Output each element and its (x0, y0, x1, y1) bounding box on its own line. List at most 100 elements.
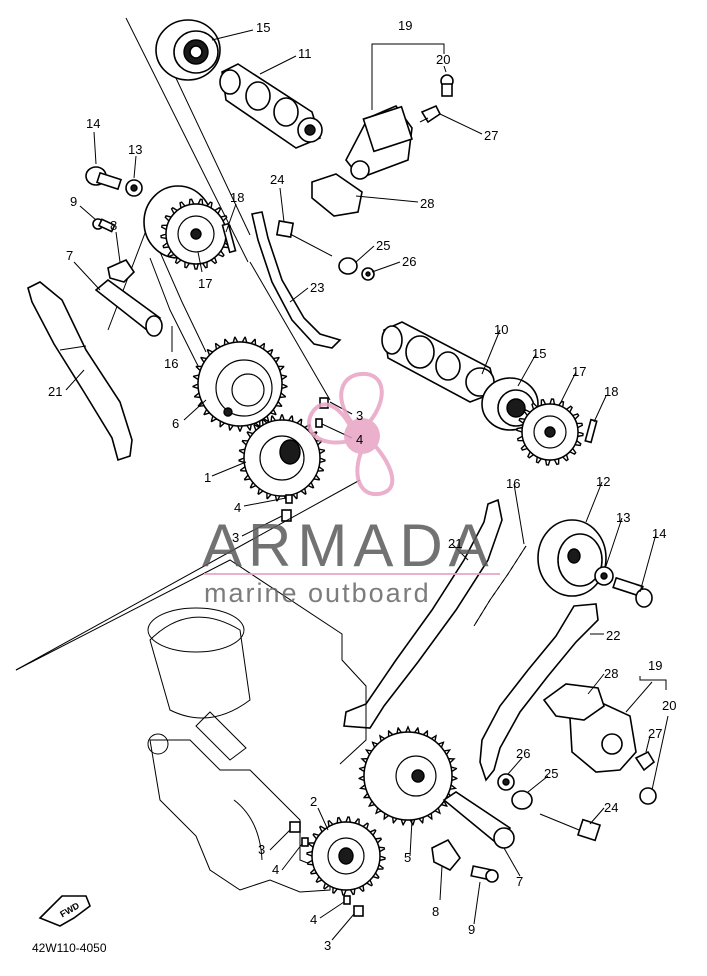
propeller-hub (344, 418, 380, 454)
crank-gear-part-2 (306, 816, 386, 896)
propeller-logo-icon (307, 371, 395, 497)
washer-part-26-top (361, 267, 375, 281)
pin-part-7-right (442, 791, 515, 849)
callout-26: 26 (402, 254, 416, 269)
callout-26-right: 26 (516, 746, 530, 761)
callout-21-right: 21 (448, 536, 462, 551)
propeller-blade-top (339, 371, 384, 433)
callout-17-right: 17 (572, 364, 586, 379)
chain-guide-part-22 (479, 603, 599, 782)
propeller-blade-left (307, 402, 356, 445)
callout-15: 15 (256, 20, 270, 35)
callout-11: 11 (298, 46, 312, 61)
camshaft-part-10 (381, 321, 497, 403)
bracket-part-8-right (431, 838, 461, 871)
callout-19: 19 (398, 18, 412, 33)
callout-14-right: 14 (652, 526, 666, 541)
callout-25-right: 25 (544, 766, 558, 781)
callout-4-low: 4 (272, 862, 279, 877)
cam-sprocket-part-17-top (143, 185, 232, 270)
callout-28: 28 (420, 196, 434, 211)
chain-guide-part-21-top (27, 281, 133, 462)
screw-part-27-top (419, 104, 442, 124)
pin-part-4-low (301, 837, 309, 847)
propeller-blade-right (355, 437, 395, 497)
callout-2: 2 (310, 794, 317, 809)
callout-17: 17 (198, 276, 212, 291)
callout-14: 14 (86, 116, 100, 131)
nut-part-25-right (511, 790, 533, 810)
bearing-part-15-right (481, 377, 539, 431)
callout-labels: 15 11 19 20 27 28 14 13 9 8 7 18 17 24 2… (48, 18, 676, 953)
tensioner-part-19-top (345, 105, 413, 180)
watermark-subtitle: marine outboard (204, 578, 431, 608)
bolt-part-9-right (470, 865, 499, 883)
washer-part-13-top (125, 179, 143, 197)
callout-8-right: 8 (432, 904, 439, 919)
drive-gear-part-1 (238, 414, 326, 502)
callout-16: 16 (164, 356, 178, 371)
crankshaft-piston-outline (15, 479, 367, 893)
upper-left-assembly (27, 17, 454, 522)
dowel-part-3-bottom (353, 905, 364, 917)
watermark-brand: ARMADA (202, 512, 495, 579)
callout-4-bottom: 4 (310, 912, 317, 927)
right-assembly (343, 321, 657, 883)
callout-7-right: 7 (516, 874, 523, 889)
bolt-part-24-top (275, 219, 333, 257)
callout-3-low: 3 (258, 842, 265, 857)
pin-part-4-mid (285, 494, 293, 504)
bolt-part-14-top (85, 166, 123, 191)
callout-28-right: 28 (604, 666, 618, 681)
callout-24: 24 (270, 172, 284, 187)
callout-21: 21 (48, 384, 62, 399)
cam-sprocket-part-17-right (516, 398, 584, 466)
callout-1: 1 (204, 470, 211, 485)
callout-3-bottom: 3 (324, 938, 331, 953)
pin-part-18-right (584, 418, 598, 444)
bolt-part-14-right (612, 576, 653, 608)
tensioner-part-19-right (569, 703, 637, 773)
callout-20: 20 (436, 52, 450, 67)
camshaft-part-11 (219, 63, 323, 149)
washer-part-26-right (497, 773, 515, 791)
pin-part-4-top (315, 418, 323, 428)
callout-19-right: 19 (648, 658, 662, 673)
callout-24-right: 24 (604, 800, 618, 815)
callout-9-right: 9 (468, 922, 475, 937)
callout-9: 9 (70, 194, 77, 209)
leader-lines (65, 29, 669, 941)
callout-27-right: 27 (648, 726, 662, 741)
diagram-code: 42W110-4050 (32, 941, 107, 955)
armada-watermark: ARMADA marine outboard (202, 371, 500, 608)
idler-gear-part-5 (358, 725, 458, 826)
callout-22: 22 (606, 628, 620, 643)
callout-18-right: 18 (604, 384, 618, 399)
callout-4: 4 (356, 432, 363, 447)
bolt-part-24-right (539, 813, 602, 842)
pin-part-7-top (94, 278, 163, 337)
callout-4-mid: 4 (234, 500, 241, 515)
callout-5: 5 (404, 850, 411, 865)
washer-part-13-right (594, 566, 614, 586)
chain-guide-part-21-right (343, 498, 503, 729)
bearing-part-15 (155, 19, 221, 81)
chain-guide-part-23 (251, 211, 342, 349)
dowel-part-3-low (289, 821, 301, 833)
callout-3-mid: 3 (232, 530, 239, 545)
bolt-part-20-right (639, 787, 657, 805)
pin-part-4-bottom (343, 895, 351, 905)
callout-15-right: 15 (532, 346, 546, 361)
callout-13: 13 (128, 142, 142, 157)
nut-part-25-top (338, 257, 358, 275)
callout-16-right: 16 (506, 476, 520, 491)
callout-6: 6 (172, 416, 179, 431)
callout-13-right: 13 (616, 510, 630, 525)
callout-7: 7 (66, 248, 73, 263)
callout-23: 23 (310, 280, 324, 295)
bolt-part-9-top (92, 218, 116, 233)
callout-25: 25 (376, 238, 390, 253)
pulley-part-12 (537, 519, 607, 597)
gasket-part-28-top (311, 173, 363, 217)
